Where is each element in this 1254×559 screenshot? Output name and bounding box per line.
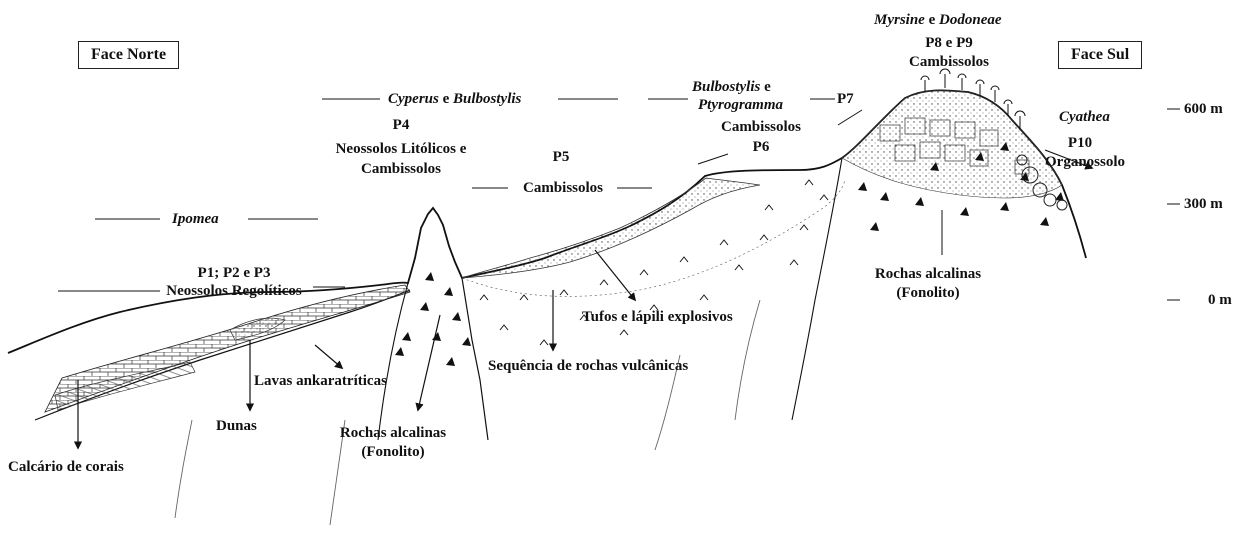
phonolite-neck-inner <box>378 283 408 440</box>
veg-e2: e <box>764 79 771 95</box>
south-massif-fill <box>842 90 1062 198</box>
volcanic-slope-layers <box>462 178 760 278</box>
altitude-600-label: 600 m <box>1184 100 1223 118</box>
geo-rochas2a: Rochas alcalinas <box>875 265 981 283</box>
label-p4-soil1: Neossolos Litólicos e <box>336 140 467 158</box>
label-p123: P1; P2 e P3 <box>198 264 271 282</box>
veg-bulbostylis1: Bulbostylis <box>453 91 521 107</box>
label-p89: P8 e P9 <box>925 34 972 52</box>
veg-cyathea: Cyathea <box>1059 108 1110 126</box>
label-p6: P6 <box>753 138 770 156</box>
geo-lavas: Lavas ankaratríticas <box>254 372 387 390</box>
label-p123-soil: Neossolos Regolíticos <box>166 282 301 300</box>
label-p4: P4 <box>393 116 410 134</box>
phonolite-neck-p4 <box>408 208 488 440</box>
veg-e1: e <box>443 91 450 107</box>
veg-myrsine: Myrsine <box>874 12 925 28</box>
label-p7: P7 <box>837 90 854 108</box>
veg-dodoneae: Dodoneae <box>939 12 1002 28</box>
geo-calcario: Calcário de corais <box>8 458 124 476</box>
altitude-300-label: 300 m <box>1184 195 1223 213</box>
label-p10: P10 <box>1068 134 1092 152</box>
geo-tufos: Tufos e lápili explosivos <box>582 308 733 326</box>
neck-symbols <box>395 272 471 366</box>
veg-myrsine-dodoneae: Myrsine e Dodoneae <box>874 11 1002 29</box>
label-p6-soil: Cambissolos <box>721 118 801 136</box>
south-massif-outline <box>792 158 842 420</box>
veg-ptyrogramma: Ptyrogramma <box>698 96 783 114</box>
veg-bulbostylis2: Bulbostylis <box>692 79 760 95</box>
geo-rochas1b: (Fonolito) <box>361 443 424 461</box>
veg-ipomea: Ipomea <box>172 210 219 228</box>
label-p89-soil: Cambissolos <box>909 53 989 71</box>
label-p10-soil: Organossolo <box>1045 153 1125 171</box>
altitude-0-label: 0 m <box>1208 291 1232 309</box>
label-p4-soil2: Cambissolos <box>361 160 441 178</box>
veg-bulbostylis-group: Bulbostylis e <box>692 78 771 96</box>
volcanic-sequence-base <box>462 180 845 296</box>
geo-dunas: Dunas <box>216 417 257 435</box>
geo-rochas2b: (Fonolito) <box>896 284 959 302</box>
veg-cyperus: Cyperus <box>388 91 439 107</box>
geo-rochas1a: Rochas alcalinas <box>340 424 446 442</box>
label-p5-soil: Cambissolos <box>523 179 603 197</box>
veg-cyperus-bulbostylis: Cyperus e Bulbostylis <box>388 90 521 108</box>
veg-e3: e <box>929 12 936 28</box>
geo-sequencia: Sequência de rochas vulcânicas <box>488 357 688 375</box>
face-north-box: Face Norte <box>78 41 179 69</box>
face-south-box: Face Sul <box>1058 41 1142 69</box>
label-p5: P5 <box>553 148 570 166</box>
